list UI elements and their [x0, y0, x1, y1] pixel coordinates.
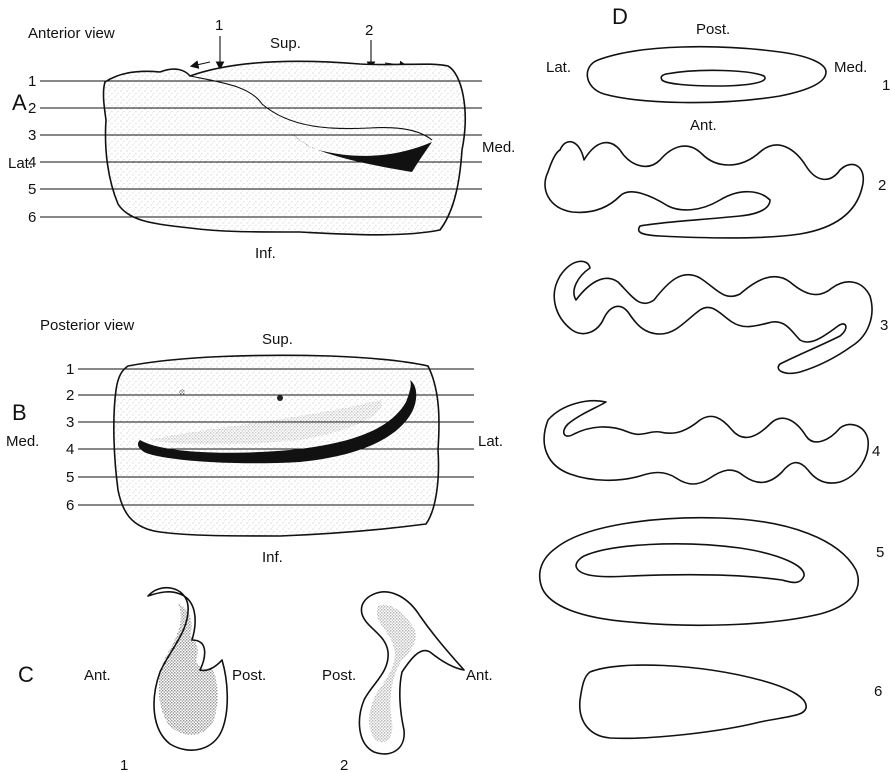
panel-b-spot — [277, 395, 283, 401]
panel-a-arrow-1-label: 1 — [215, 17, 223, 34]
panel-b-view-title: Posterior view — [40, 317, 134, 334]
panel-d-section-1-lumen — [661, 70, 765, 86]
panel-d-section-3 — [554, 261, 872, 373]
panel-d: D Post. Lat. Med. Ant. 1 2 3 4 5 6 — [540, 4, 890, 738]
panel-b-left-label: Med. — [6, 433, 39, 450]
panel-c-section-1-number: 1 — [120, 757, 128, 773]
panel-b-level-5: 5 — [66, 469, 74, 486]
panel-b-level-1: 1 — [66, 361, 74, 378]
panel-b-level-6: 6 — [66, 497, 74, 514]
panel-d-section-6 — [580, 665, 806, 738]
panel-d-section-number-2: 2 — [878, 177, 886, 194]
panel-b-level-2: 2 — [66, 387, 74, 404]
panel-a-level-6: 6 — [28, 209, 36, 226]
panel-d-section-number-1: 1 — [882, 77, 890, 94]
panel-a-level-3: 3 — [28, 127, 36, 144]
panel-d-bottom-label: Ant. — [690, 117, 717, 134]
panel-a: A Anterior view Sup. Inf. Lat. Med. 1 2 … — [8, 17, 515, 262]
panel-c-section-1-right: Post. — [232, 667, 266, 684]
panel-a-arrow-1-side — [192, 62, 210, 66]
panel-c: C Ant. Post. 1 Post. Ant. 2 — [18, 588, 493, 773]
panel-d-letter: D — [612, 4, 628, 29]
panel-b-spot — [179, 389, 185, 395]
panel-a-letter: A — [12, 90, 27, 115]
panel-c-section-1-left: Ant. — [84, 667, 111, 684]
panel-d-section-4 — [544, 401, 868, 484]
panel-b-level-3: 3 — [66, 414, 74, 431]
panel-a-level-1: 1 — [28, 73, 36, 90]
panel-d-section-2 — [545, 142, 863, 238]
panel-b-sup-label: Sup. — [262, 331, 293, 348]
panel-b-stipple — [114, 355, 439, 536]
panel-c-section-2-left: Post. — [322, 667, 356, 684]
panel-a-level-4: 4 — [28, 154, 36, 171]
panel-b-letter: B — [12, 400, 27, 425]
panel-c-letter: C — [18, 662, 34, 687]
panel-a-level-5: 5 — [28, 181, 36, 198]
panel-d-top-label: Post. — [696, 21, 730, 38]
panel-a-stipple — [103, 61, 465, 234]
panel-d-left-label: Lat. — [546, 59, 571, 76]
panel-c-section-2-right: Ant. — [466, 667, 493, 684]
panel-a-right-label: Med. — [482, 139, 515, 156]
panel-b-inf-label: Inf. — [262, 549, 283, 566]
panel-d-section-number-3: 3 — [880, 317, 888, 334]
panel-a-level-2: 2 — [28, 100, 36, 117]
panel-a-inf-label: Inf. — [255, 245, 276, 262]
panel-d-right-label: Med. — [834, 59, 867, 76]
panel-d-section-number-6: 6 — [874, 683, 882, 700]
panel-b-level-4: 4 — [66, 441, 74, 458]
panel-d-section-number-4: 4 — [872, 443, 880, 460]
panel-b: B Posterior view Sup. Inf. Med. Lat. 1 2… — [6, 317, 503, 566]
panel-a-sup-label: Sup. — [270, 35, 301, 52]
panel-d-section-number-5: 5 — [876, 544, 884, 561]
panel-a-arrow-2-label: 2 — [365, 22, 373, 39]
panel-b-right-label: Lat. — [478, 433, 503, 450]
panel-c-section-1-interior — [159, 604, 218, 735]
panel-c-section-2-number: 2 — [340, 757, 348, 773]
panel-a-view-title: Anterior view — [28, 25, 115, 42]
